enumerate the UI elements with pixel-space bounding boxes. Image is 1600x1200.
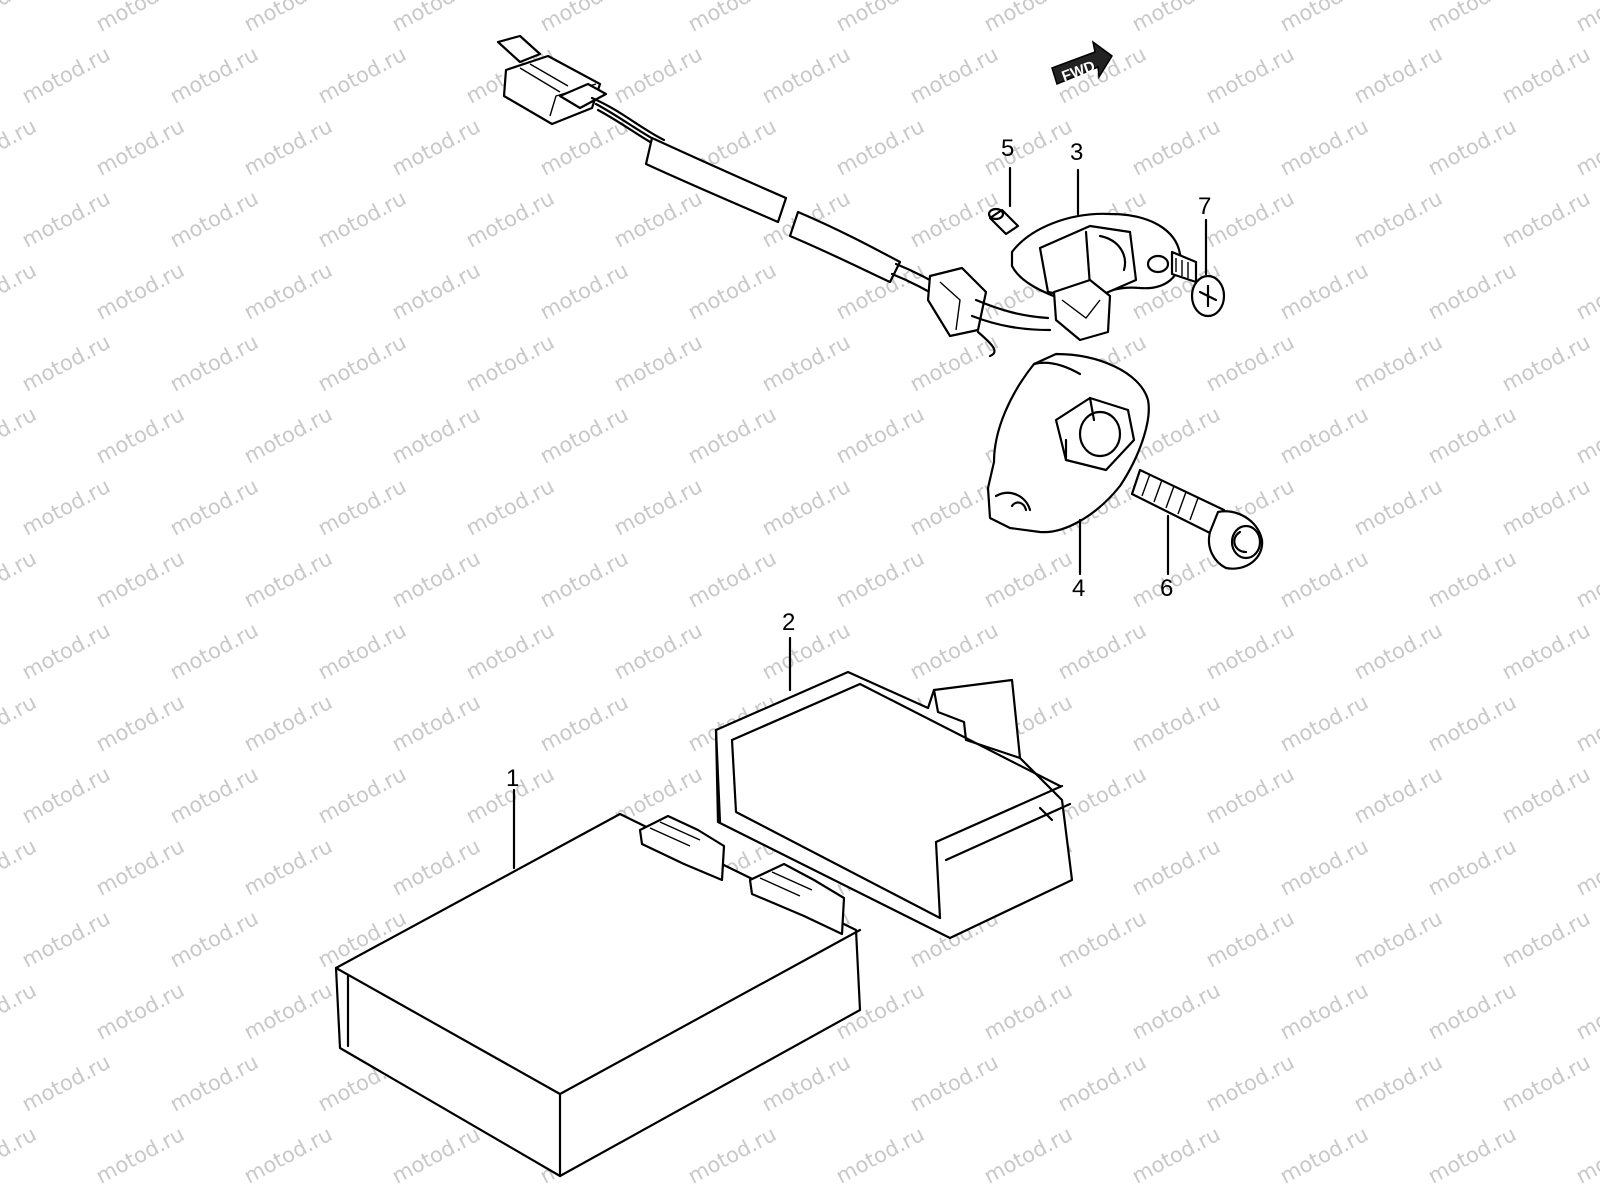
callout-6: 6 xyxy=(1160,575,1173,602)
wire-harness xyxy=(496,34,1052,358)
screw xyxy=(1170,250,1226,318)
rotor-bolt xyxy=(1130,468,1264,570)
callout-5: 5 xyxy=(1001,135,1014,162)
igniter-unit xyxy=(334,812,862,1178)
callout-2: 2 xyxy=(782,609,795,636)
callout-7: 7 xyxy=(1198,193,1211,220)
leader-lines xyxy=(512,166,1208,870)
callout-4: 4 xyxy=(1072,575,1085,602)
fwd-arrow-icon: FWD xyxy=(1051,40,1114,86)
pickup-coil xyxy=(1010,212,1182,342)
fwd-arrow-label: FWD xyxy=(1060,58,1098,86)
igniter-holder xyxy=(714,670,1074,940)
callout-3: 3 xyxy=(1070,139,1083,166)
pin xyxy=(987,207,1020,236)
signal-rotor xyxy=(986,352,1150,534)
callout-1: 1 xyxy=(506,765,519,792)
